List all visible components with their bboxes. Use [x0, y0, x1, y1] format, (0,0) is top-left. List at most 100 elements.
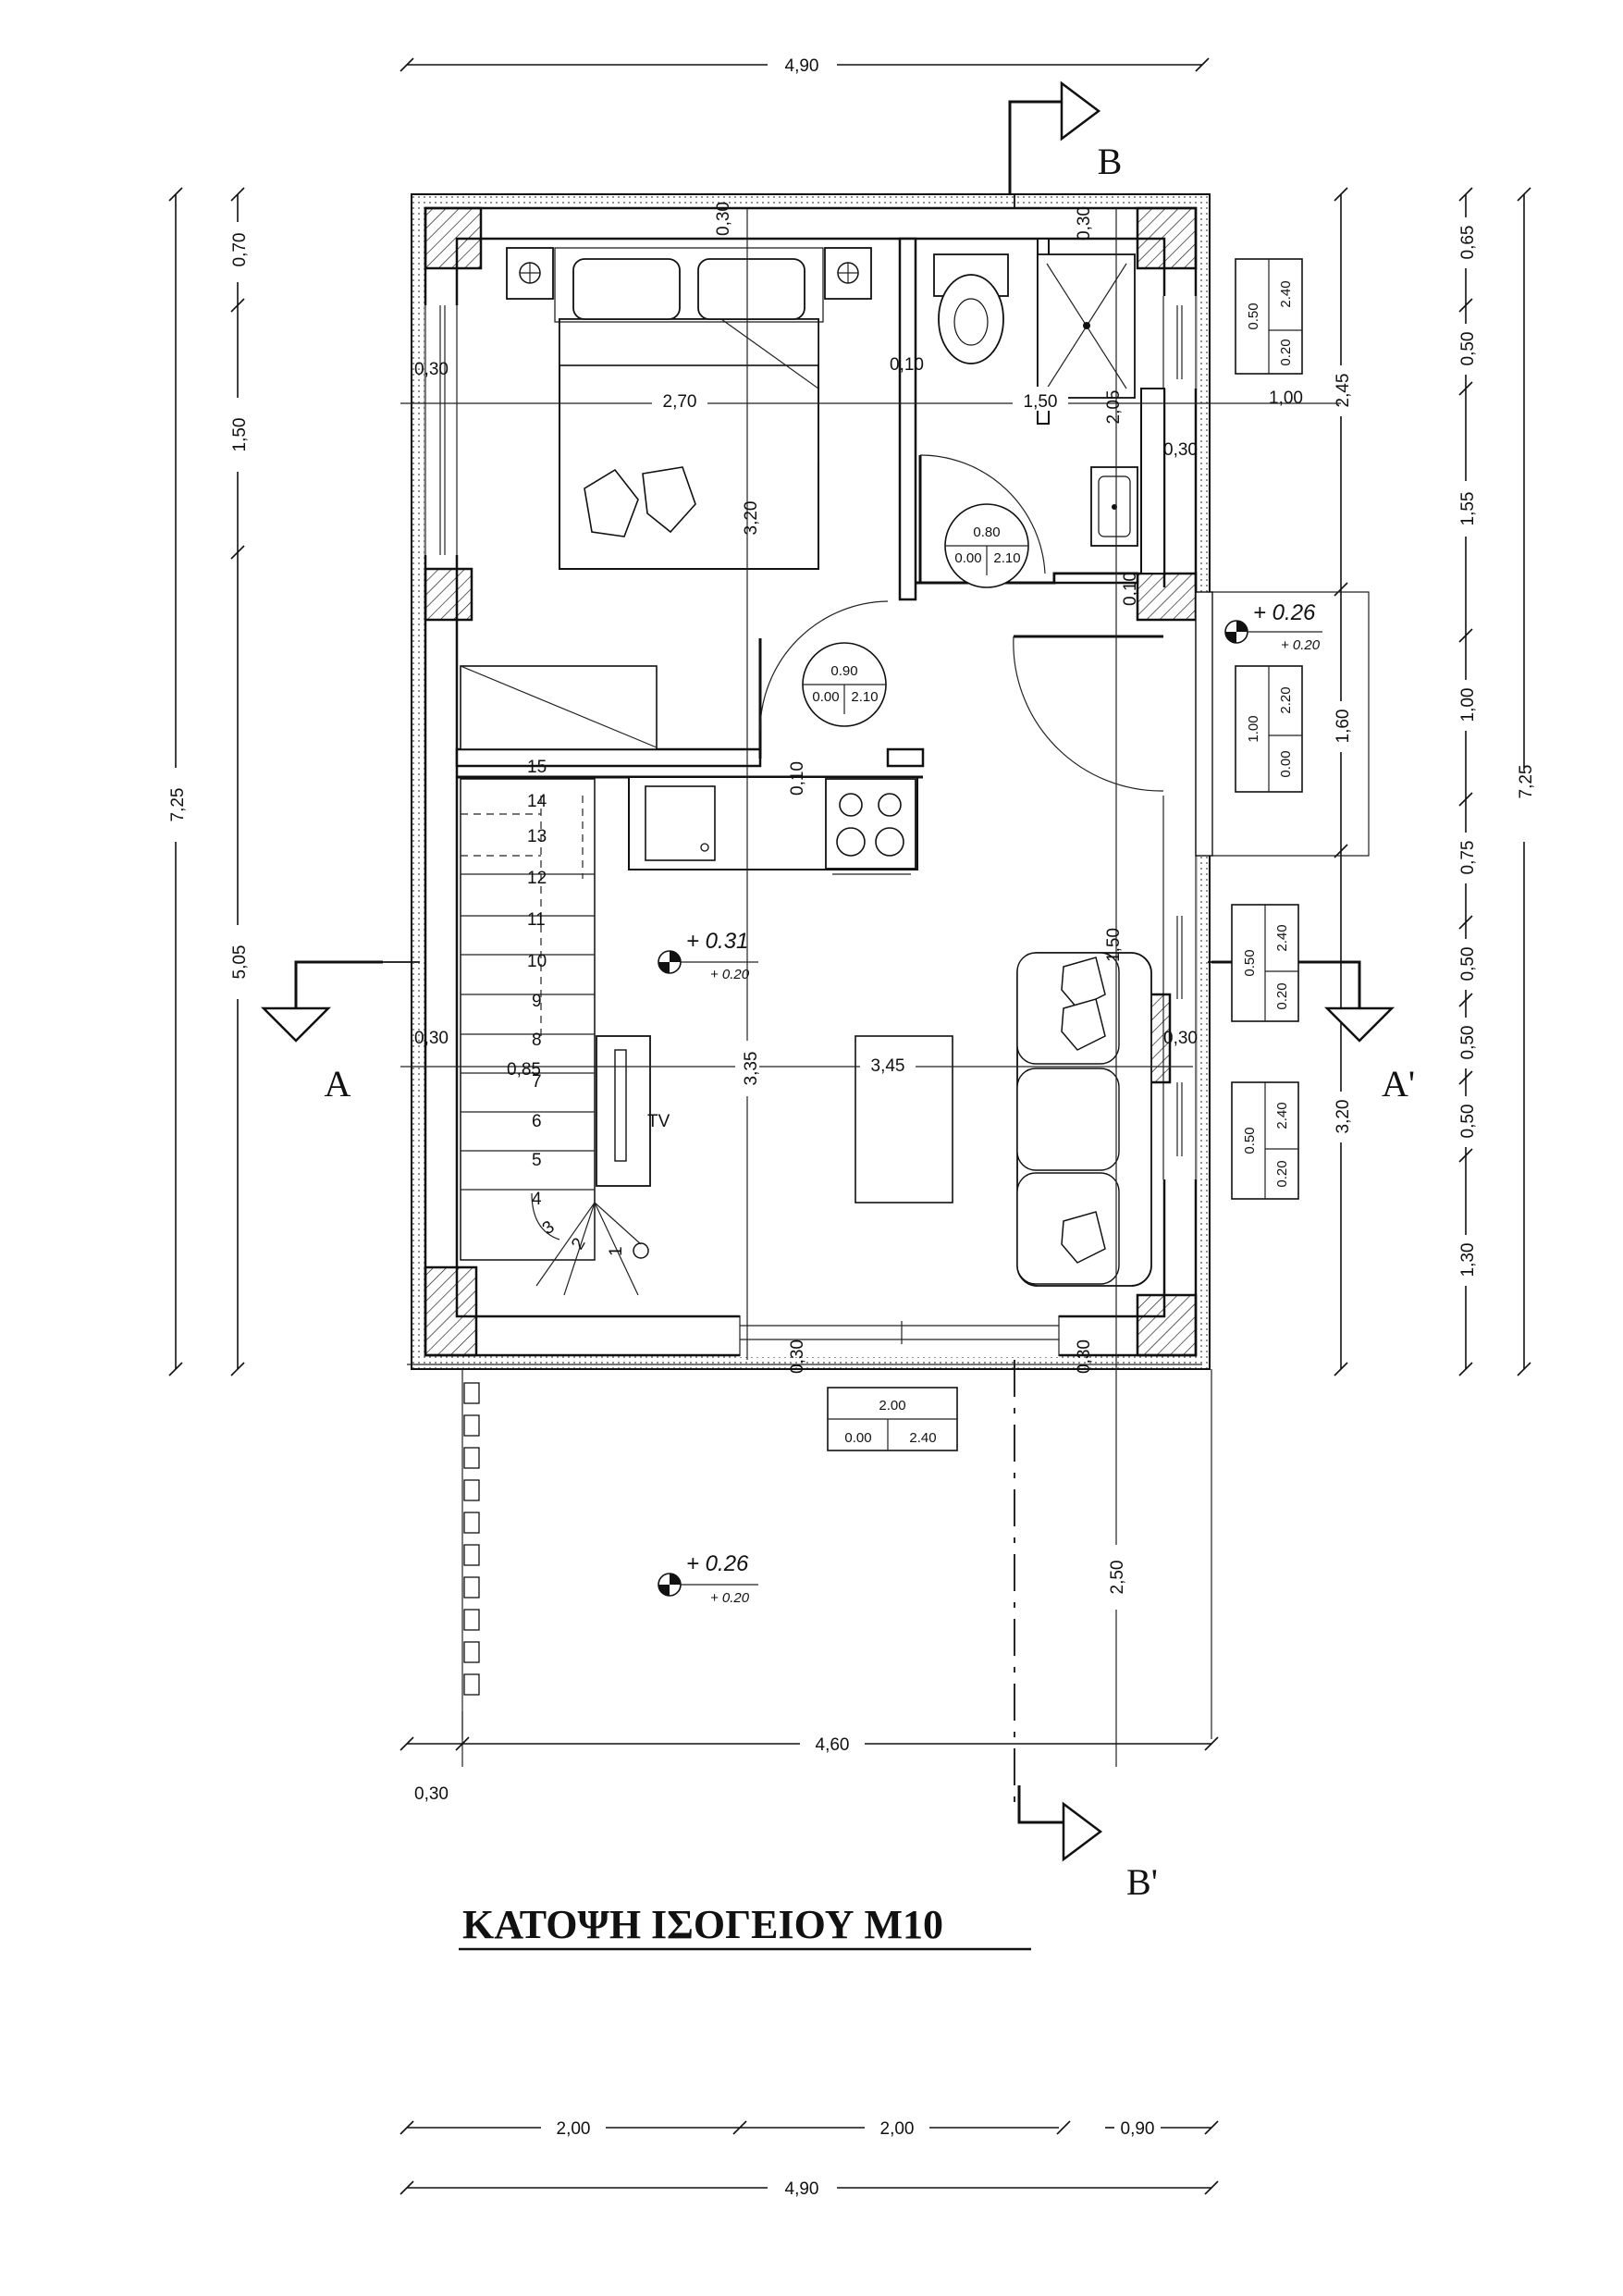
terrace-offset-dim: 0,30 [414, 1784, 449, 1804]
level-mark-terrace: + 0.26 + 0.20 [658, 1551, 758, 1606]
wall-dim: 0,30 [1163, 1029, 1198, 1048]
stair-step-number: 5 [532, 1151, 542, 1170]
bath-door-sill: 0.00 [954, 550, 981, 566]
bedroom-door-width: 0.90 [830, 663, 857, 679]
window-3-sill: 0.20 [1274, 982, 1290, 1009]
wall-dim: 1,00 [1269, 389, 1303, 408]
window-1-height: 2.40 [1278, 280, 1294, 307]
structural-columns [424, 206, 1198, 1357]
stair-step-number: 14 [527, 792, 547, 811]
window-2-height: 2.20 [1278, 686, 1294, 713]
right-mid-dim-3: 3,20 [1334, 1100, 1353, 1134]
right-dim-8: 0,50 [1458, 1105, 1478, 1139]
drawing-title-group: ΚΑΤΟΨΗ ΙΣΟΓΕΙΟΥ Μ10 [459, 1902, 1031, 1951]
right-mid-dim-1: 2,45 [1334, 374, 1353, 408]
right-inner-dimensions: 0,65 0,50 1,55 1,00 0,75 0,50 0,50 0,50 … [1452, 187, 1480, 1376]
right-dim-3: 1,55 [1458, 492, 1478, 526]
wall-dim: 0,30 [1163, 440, 1198, 460]
wall-dim: 0,30 [414, 1029, 449, 1048]
window-1-width: 0.50 [1246, 302, 1261, 329]
living-depth-dim: 3,35 [742, 1052, 761, 1086]
stair-step-number: 10 [527, 952, 547, 971]
stair-step-number: 6 [532, 1112, 542, 1131]
stair-step-number: 11 [527, 910, 546, 930]
interior-dimension-lines [400, 208, 1341, 1767]
window-4-width: 0.50 [1242, 1127, 1258, 1154]
level-terrace-sub: + 0.20 [710, 1590, 750, 1606]
level-mark-entrance: + 0.26 + 0.20 [1224, 600, 1322, 653]
left-inner-dimensions: 0,70 1,50 5,05 [230, 187, 250, 1376]
bedroom-furniture [506, 247, 872, 570]
entrance-landing [1195, 591, 1370, 857]
bathroom-fixtures [918, 253, 1138, 583]
wall-dim: 0,30 [714, 202, 733, 236]
stair-step-number: 9 [532, 992, 542, 1011]
right-dim-7: 0,50 [1458, 1026, 1478, 1060]
right-dim-4: 1,00 [1458, 688, 1478, 722]
section-mark-b-prime: B' [1017, 1785, 1158, 1903]
window-tag-3: 0.50 0.20 2.40 [1231, 904, 1299, 1022]
bottom-dimensions: 2,00 2,00 0,90 4,90 [400, 2119, 1219, 2199]
bottom-dim-3: 0,90 [1121, 2119, 1155, 2139]
window-tag-2: 1.00 0.00 2.20 [1235, 665, 1303, 793]
right-dim-6: 0,50 [1458, 947, 1478, 981]
level-living-sub: + 0.20 [710, 967, 750, 982]
stair-step-number: 7 [532, 1072, 542, 1092]
right-dim-9: 1,30 [1458, 1243, 1478, 1278]
terrace-door-height: 2.40 [909, 1430, 936, 1446]
stair-step-number: 13 [527, 827, 547, 846]
staircase [460, 778, 649, 1296]
wall-dim: 0,30 [788, 1339, 807, 1374]
level-living-main: + 0.31 [686, 929, 748, 954]
terrace-width-dim: 4,60 [816, 1735, 850, 1755]
interior-dimension-labels: 2,70 3,20 1,50 2,05 3,45 3,35 0,10 0,30 … [414, 202, 1303, 1374]
left-dim-3: 5,05 [230, 945, 250, 980]
left-dim-2: 1,50 [230, 418, 250, 452]
bath-door-width: 0.80 [973, 525, 1000, 540]
level-mark-living: + 0.31 + 0.20 [658, 929, 758, 982]
wall-dim: 0,10 [890, 355, 924, 375]
top-total-dim: 4,90 [785, 56, 819, 76]
section-b-prime-label: B' [1126, 1861, 1158, 1903]
window-3-height: 2.40 [1274, 924, 1290, 951]
tv-label: TV [647, 1112, 670, 1131]
section-mark-b: B [1008, 80, 1122, 194]
terrace: 4,60 0,30 2,50 [400, 1369, 1219, 1804]
level-entrance-sub: + 0.20 [1281, 637, 1321, 653]
left-total-dim: 7,25 [168, 788, 188, 822]
wall-dim: 0,85 [507, 1060, 541, 1080]
window-4-sill: 0.20 [1274, 1160, 1290, 1187]
right-dim-2: 0,50 [1458, 332, 1478, 366]
kitchen [460, 665, 918, 875]
bottom-total-dim: 4,90 [785, 2179, 819, 2199]
level-terrace-main: + 0.26 [686, 1551, 749, 1576]
drawing-title: ΚΑΤΟΨΗ ΙΣΟΓΕΙΟΥ Μ10 [462, 1902, 943, 1947]
window-4-height: 2.40 [1274, 1102, 1290, 1129]
bedroom-door-height: 2.10 [851, 689, 878, 705]
bedroom-width-dim: 2,70 [663, 392, 697, 412]
left-outer-dimension: 7,25 [168, 187, 188, 1376]
stair-step-number: 4 [532, 1190, 542, 1209]
bottom-dim-1: 2,00 [557, 2119, 591, 2139]
stair-step-number: 15 [527, 758, 547, 777]
level-entrance-main: + 0.26 [1253, 600, 1316, 625]
stair-step-number: 12 [527, 869, 547, 888]
window-1-sill: 0.20 [1278, 339, 1294, 365]
bath-width-dim: 1,50 [1024, 392, 1058, 412]
wall-dim: 0,30 [1075, 1339, 1094, 1374]
bedroom-door [758, 600, 889, 759]
stair-step-number: 8 [532, 1031, 542, 1050]
door-tag-bedroom: 0.90 0.00 2.10 [802, 642, 887, 727]
terrace-depth-dim: 2,50 [1108, 1561, 1127, 1595]
section-a-prime-label: A' [1382, 1063, 1415, 1105]
bath-depth-dim: 2,05 [1104, 390, 1124, 425]
right-mid-dimensions: 2,45 1,60 3,20 [1327, 187, 1355, 1376]
window-2-width: 1.00 [1246, 715, 1261, 742]
bedroom-door-sill: 0.00 [812, 689, 839, 705]
window-2-sill: 0.00 [1278, 750, 1294, 777]
door-tag-terrace: 2.00 0.00 2.40 [827, 1387, 958, 1451]
wall-dim: 1,50 [1104, 928, 1124, 962]
wall-dim: 0,30 [1075, 206, 1094, 241]
bedroom-depth-dim: 3,20 [742, 501, 761, 536]
